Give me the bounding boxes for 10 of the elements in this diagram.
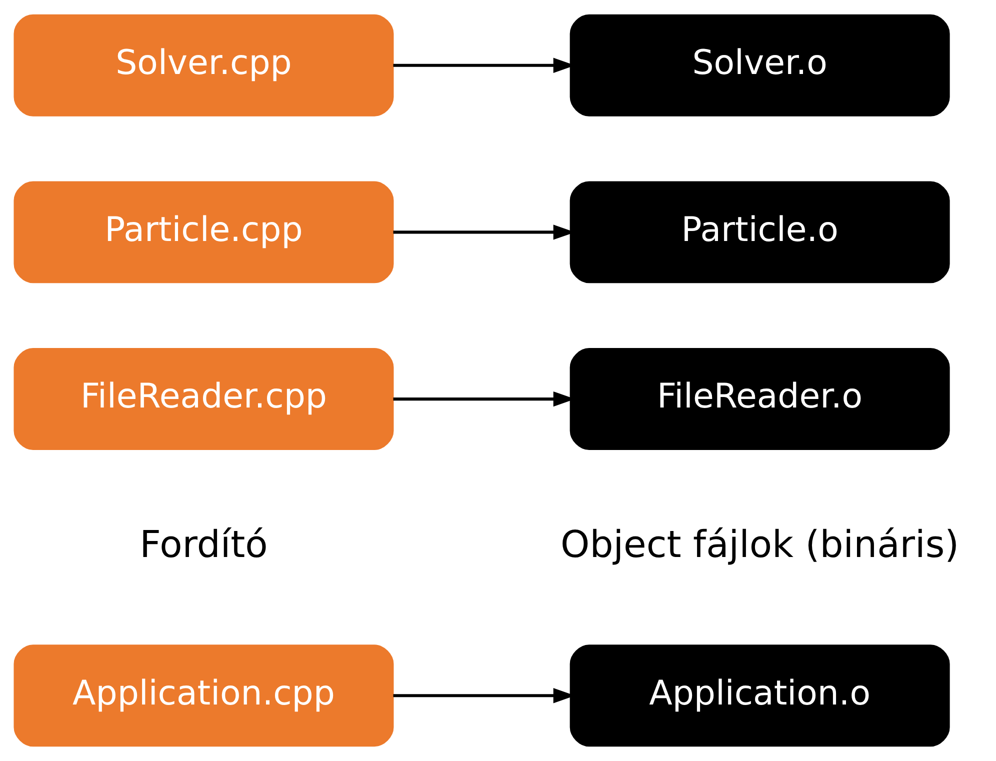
- node-box: Solver.o: [570, 14, 950, 116]
- node-box: Application.cpp: [14, 644, 394, 747]
- label: Fordító: [140, 522, 268, 566]
- node-box: Solver.cpp: [14, 14, 394, 116]
- node-box: Particle.o: [570, 181, 950, 284]
- node-box: FileReader.o: [570, 348, 950, 450]
- node-box: Application.o: [570, 644, 950, 747]
- label: Object fájlok (bináris): [560, 522, 960, 566]
- node-box: FileReader.cpp: [14, 348, 394, 450]
- node-box: Particle.cpp: [14, 181, 394, 284]
